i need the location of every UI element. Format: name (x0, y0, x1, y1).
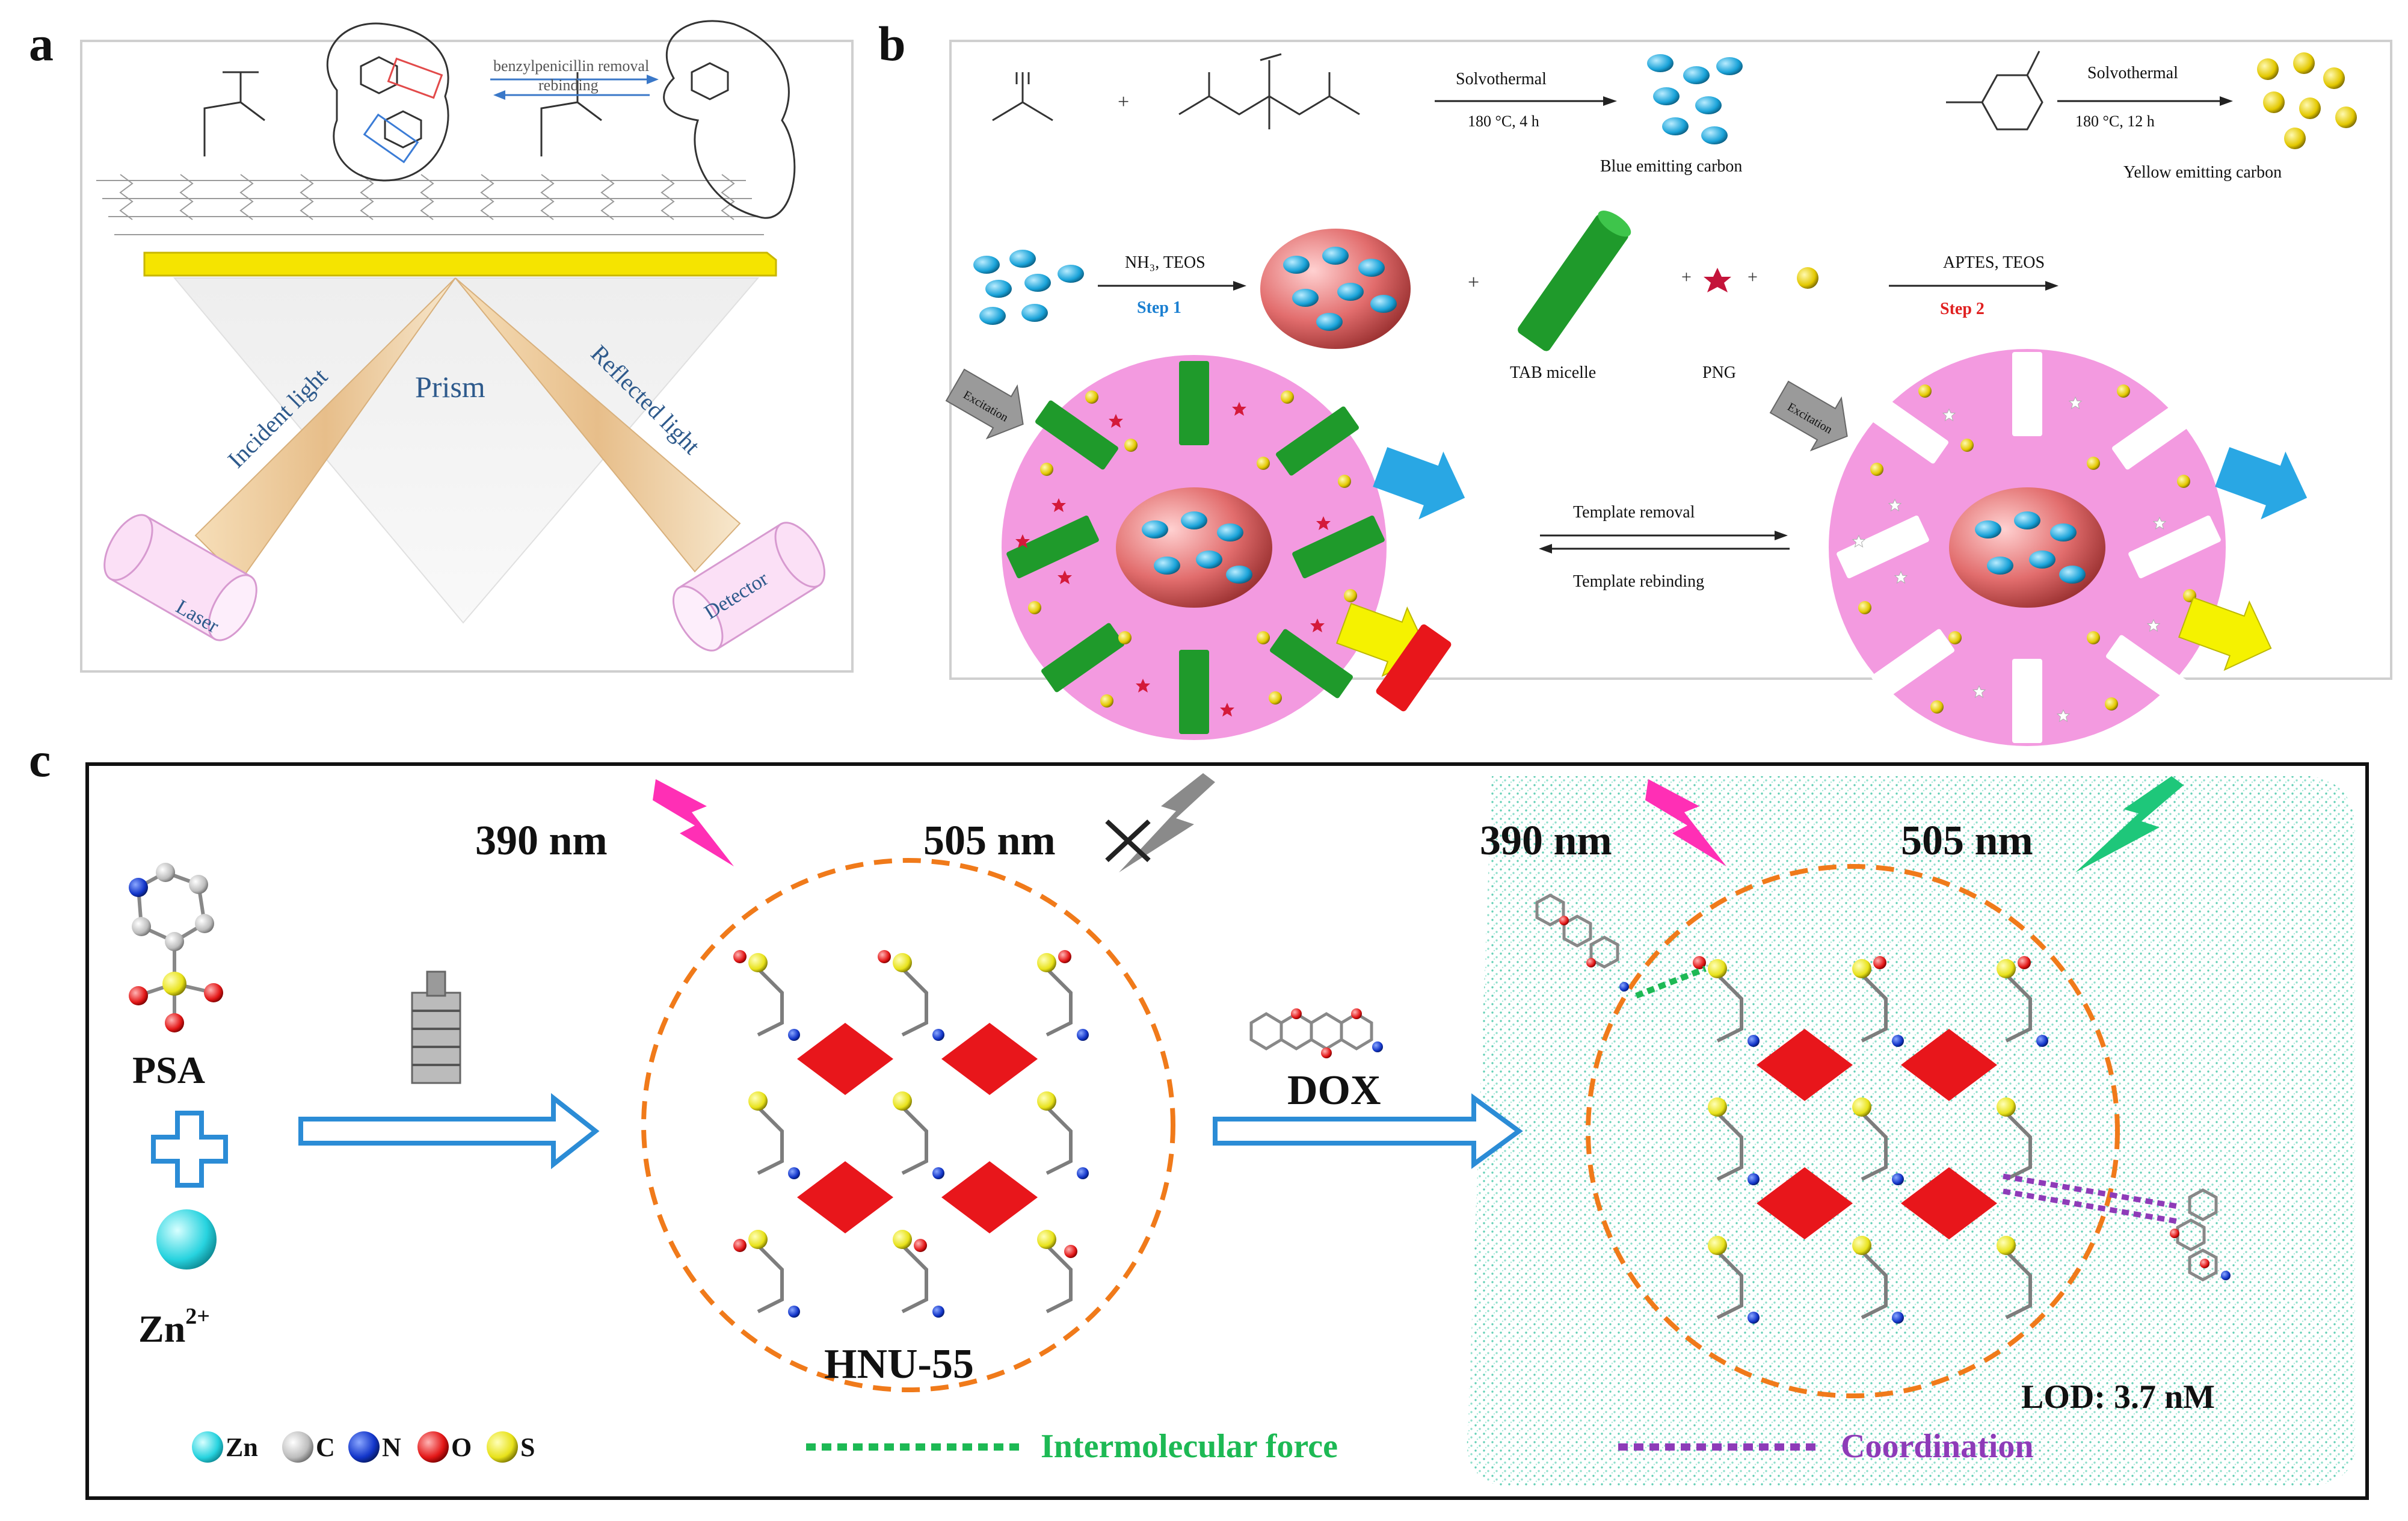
hnu-dashed-circle (641, 858, 1175, 1392)
dox-atoms (1291, 1008, 1383, 1058)
plus-3: + (1681, 267, 1692, 287)
emission-505-left: 505 nm (923, 818, 1056, 864)
hollow-arrow-1 (298, 1093, 600, 1170)
tab-micelle-label: TAB micelle (1510, 363, 1596, 382)
step2-reagent: APTES, TEOS (1943, 253, 2045, 272)
atom-legend: Zn C N O S (192, 1431, 535, 1463)
tab-micelle-shape (1518, 211, 1631, 351)
molecular-imprint-left (203, 22, 449, 182)
hnu-label: HNU-55 (824, 1341, 974, 1387)
graphene-layer (96, 174, 764, 235)
removal-arrowhead (647, 75, 659, 84)
coordination-label: Coordination (1841, 1428, 2034, 1465)
blocked-cross-icon (1105, 819, 1151, 862)
condition-label-1: 180 °C, 4 h (1468, 113, 1539, 130)
blue-emission-arrow-right (2215, 447, 2308, 520)
gold-film (143, 251, 777, 277)
excitation-390-right: 390 nm (1480, 818, 1612, 864)
psa-molecule (129, 863, 223, 1032)
solvothermal-label-1: Solvothermal (1456, 70, 1547, 88)
condition-label-2: 180 °C, 12 h (2075, 113, 2155, 130)
png-molecule (1704, 268, 1731, 292)
urea-structure (992, 72, 1053, 122)
yellow-emission-arrow-right (2178, 596, 2272, 671)
step1-reagent: NH₃, TEOS (1125, 253, 1206, 272)
molecular-imprint-right (540, 20, 796, 219)
solvothermal-arrowhead-1 (1603, 96, 1617, 106)
png-label: PNG (1702, 363, 1736, 382)
dox-bound-bottom-atoms (2170, 1229, 2231, 1280)
solvothermal-arrowhead-2 (2220, 96, 2233, 106)
template-rebinding-label: Template rebinding (1573, 572, 1704, 591)
plus-4: + (1747, 267, 1758, 287)
silica-core-sphere (1260, 229, 1411, 349)
blue-carbon-label: Blue emitting carbon (1600, 157, 1742, 176)
excitation-arrow-right (1769, 380, 1848, 452)
yellow-dot-reactant (1797, 267, 1818, 289)
citric-acid-structure (1178, 53, 1360, 129)
coordination-bonds (2003, 1173, 2178, 1224)
dox-bound-bottom (2176, 1188, 2218, 1282)
legend-s: S (520, 1433, 535, 1462)
composite-imprinted (1829, 349, 2226, 746)
lod-label: LOD: 3.7 nM (2021, 1378, 2215, 1416)
dox-aura (1467, 776, 2355, 1486)
emission-505-right: 505 nm (1901, 818, 2033, 864)
legend-n: N (382, 1433, 401, 1462)
panel-b: b + Solvothermal 180 °C, 4 h Blue emitti… (878, 16, 2392, 746)
lightning-pink-right-icon (1645, 779, 1726, 866)
panel-c: c (29, 732, 2369, 1500)
psa-label: PSA (132, 1049, 205, 1091)
reflected-beam (455, 277, 741, 573)
legend-o: O (451, 1433, 472, 1462)
removal-label: benzylpenicillin removal (493, 57, 649, 75)
zn-ion-ball (156, 1209, 217, 1270)
step1-arrowhead (1233, 281, 1246, 291)
plus-cross-icon (151, 1111, 228, 1188)
dox-label: DOX (1287, 1067, 1381, 1114)
hollow-arrow-2 (1213, 1093, 1523, 1169)
zn-label: Zn2+ (138, 1304, 210, 1350)
red-bar-emission (1376, 624, 1452, 712)
intermolecular-label: Intermolecular force (1041, 1428, 1338, 1465)
template-removal-label: Template removal (1573, 503, 1695, 522)
lightning-pink-left-icon (653, 779, 734, 866)
lightning-green-icon (2075, 776, 2184, 872)
template-removal-arrowhead (1775, 531, 1788, 540)
hnu-framework (733, 950, 1089, 1318)
dox-molecule (1249, 1012, 1373, 1051)
rebinding-arrowhead (493, 90, 505, 100)
step1-label: Step 1 (1137, 298, 1181, 317)
phenylenediamine-structure (1946, 51, 2043, 131)
prism-label: Prism (415, 370, 485, 404)
panel-a-letter: a (29, 16, 54, 71)
legend-zn: Zn (226, 1433, 258, 1462)
laser-device (103, 514, 257, 641)
panel-b-letter: b (878, 16, 906, 71)
hnu-dox-dashed-circle (1586, 864, 2120, 1398)
intermolecular-bond (1635, 966, 1707, 999)
step2-arrowhead (2045, 281, 2059, 291)
composite-with-template (1002, 355, 1387, 740)
lightning-grey-icon (1119, 773, 1215, 872)
dox-bound-top-atoms (1559, 916, 1629, 992)
weight-icon (411, 970, 461, 1084)
plus-2: + (1468, 271, 1479, 294)
rebinding-label: rebinding (538, 76, 599, 94)
step2-label: Step 2 (1940, 300, 1985, 318)
plus-1: + (1118, 91, 1129, 113)
panel-a: a benzylpenicillin removal rebinding (29, 16, 854, 673)
hnu-dox-framework (1693, 956, 2048, 1324)
panel-c-letter: c (29, 732, 51, 787)
excitation-390-left: 390 nm (475, 818, 608, 864)
excitation-arrow-left (945, 368, 1024, 440)
template-rebinding-arrowhead (1539, 544, 1552, 554)
detector-device (672, 522, 826, 652)
legend-c: C (316, 1433, 335, 1462)
solvothermal-label-2: Solvothermal (2087, 64, 2178, 82)
blue-emission-arrow-left (1373, 447, 1465, 520)
yellow-carbon-label: Yellow emitting carbon (2123, 163, 2282, 182)
